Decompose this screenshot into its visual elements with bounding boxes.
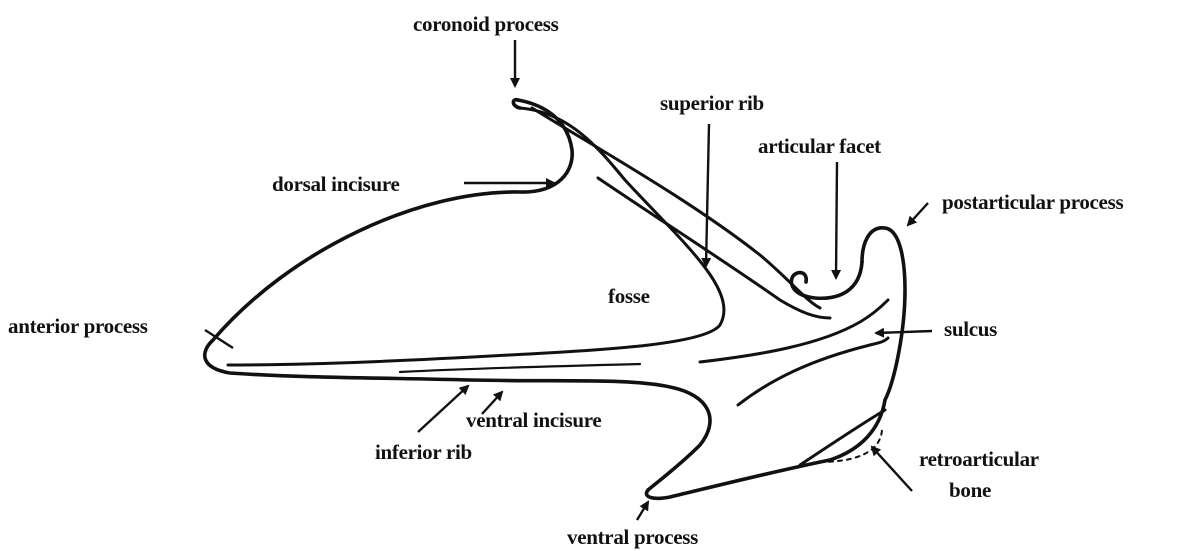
label-coronoid-process: coronoid process [413, 12, 559, 36]
label-retroarticular: retroarticular [919, 447, 1039, 471]
anterior-tip-lower-edge [205, 340, 710, 490]
sulcus-arrow [876, 331, 932, 333]
label-dorsal-incisure: dorsal incisure [272, 172, 400, 196]
label-postarticular-process: postarticular process [942, 190, 1123, 214]
inferior-rib-arrow [418, 386, 468, 432]
ventral-process-edge [647, 400, 885, 498]
label-anterior-process: anterior process [8, 314, 148, 338]
labels: coronoid process superior rib articular … [8, 12, 1123, 549]
bone-outline [205, 100, 905, 499]
postarticular-arrow [908, 203, 928, 225]
articular-facet-arrow [836, 162, 837, 278]
label-superior-rib: superior rib [660, 91, 764, 115]
label-ventral-incisure: ventral incisure [466, 408, 601, 432]
sulcus-line-lower [738, 338, 888, 405]
inferior-rib-line [400, 364, 640, 372]
coronoid-tip [513, 100, 520, 108]
ventral-process-arrow [637, 502, 648, 520]
anterior-dorsal-edge [213, 100, 572, 340]
label-fosse: fosse [608, 284, 650, 308]
label-inferior-rib: inferior rib [375, 440, 472, 464]
fosse-edge [228, 108, 724, 365]
label-articular-facet: articular facet [758, 134, 881, 158]
superior-rib-arrow [706, 124, 709, 266]
label-ventral-process: ventral process [567, 525, 698, 549]
retroarticular-arrow [872, 447, 912, 491]
label-bone: bone [949, 478, 991, 502]
posterior-edge [862, 228, 905, 400]
label-sulcus: sulcus [944, 317, 997, 341]
